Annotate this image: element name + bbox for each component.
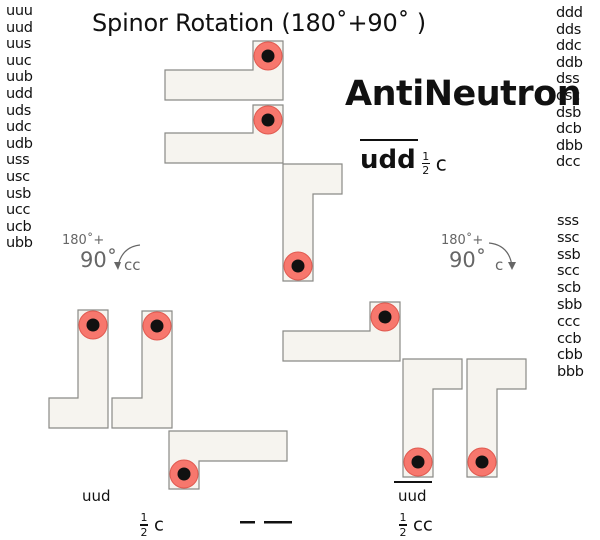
spin-marker-center xyxy=(150,319,164,333)
quark-combination: ssc xyxy=(557,229,580,246)
quark-combination: ddc xyxy=(556,38,582,55)
quark-combination: ddd xyxy=(556,5,583,21)
quark-combination: uuu xyxy=(6,3,33,19)
quark-combination: sss xyxy=(557,213,579,229)
spin-direction: cc xyxy=(413,514,433,536)
spin-marker-center xyxy=(291,259,305,273)
fraction-denominator: 2 xyxy=(140,525,148,539)
spinor-block xyxy=(48,309,109,429)
spin-marker-center xyxy=(261,49,275,63)
block-shape xyxy=(164,104,284,164)
quark-combination: uss xyxy=(6,152,30,169)
spinor-block xyxy=(164,104,284,164)
rotation-direction-label: c xyxy=(495,256,504,274)
quark-combination: ucb xyxy=(6,218,32,235)
spinor-block xyxy=(402,358,463,478)
rotation-180-label: 180˚+ xyxy=(441,233,484,248)
bottom-left-quark-content: uud xyxy=(82,487,111,505)
quark-combination: bbb xyxy=(557,364,584,381)
fraction-bar xyxy=(421,162,430,165)
spin-marker-center xyxy=(411,455,425,469)
block-shape xyxy=(466,358,527,478)
rotation-180-label: 180˚+ xyxy=(62,233,105,248)
quark-combination: dds xyxy=(556,21,582,38)
quark-combination: ubb xyxy=(6,235,33,252)
fraction-bar xyxy=(140,524,148,526)
ccw-arrow-icon xyxy=(114,244,141,270)
quark-combination: ccc xyxy=(557,313,581,330)
quark-combination: uds xyxy=(6,102,32,119)
fraction-bar xyxy=(399,524,407,526)
quark-combination: ssb xyxy=(557,246,581,263)
fraction-denominator: 2 xyxy=(399,525,407,539)
quark-combination: ddb xyxy=(556,54,583,71)
spinor-block xyxy=(282,301,401,362)
quark-combination: ccb xyxy=(557,330,582,347)
quark-combination: dsc xyxy=(556,87,580,104)
block-shape xyxy=(164,40,284,101)
bottom-right-quark-content: uud xyxy=(398,487,427,505)
quark-combination: sbb xyxy=(557,296,583,313)
spin-marker-center xyxy=(378,310,392,324)
quark-combination: uud xyxy=(6,19,33,36)
quark-combination: udd xyxy=(6,85,33,102)
spinor-block xyxy=(282,163,343,282)
quark-combination: udb xyxy=(6,135,33,152)
spin-marker-center xyxy=(177,467,191,481)
quark-combination: uub xyxy=(6,69,33,86)
spin-marker-center xyxy=(261,113,275,127)
block-shape xyxy=(168,430,288,490)
quark-combination: usc xyxy=(6,168,30,185)
spinor-block xyxy=(466,358,527,478)
quark-combination: ucc xyxy=(6,202,31,219)
quark-combination: dcc xyxy=(556,154,581,171)
quark-combination: dsb xyxy=(556,104,582,121)
fraction-denominator: 2 xyxy=(422,164,430,178)
quark-combination: uuc xyxy=(6,52,32,69)
quark-combination: dcb xyxy=(556,121,582,138)
rotation-90-label: 90˚ xyxy=(80,248,118,272)
quark-combination: scb xyxy=(557,280,581,297)
spin-direction: c xyxy=(435,151,447,176)
quark-combination: usb xyxy=(6,185,32,202)
block-shape xyxy=(402,358,463,478)
quark-combination: dbb xyxy=(556,137,583,154)
cw-arrow-icon xyxy=(488,242,516,270)
fraction-numerator: 1 xyxy=(422,149,430,163)
spinor-block xyxy=(168,430,288,490)
quark-combination: cbb xyxy=(557,347,583,364)
quark-combination: dss xyxy=(556,71,580,88)
diagram-title: Spinor Rotation (180˚+90˚ ) xyxy=(92,9,426,37)
rotation-90-label: 90˚ xyxy=(449,248,487,272)
antiquark-content: udd xyxy=(360,139,418,175)
antiparticle-overline xyxy=(394,481,432,483)
spin-marker-center xyxy=(86,318,100,332)
quark-combination: uus xyxy=(6,36,32,53)
spin-marker-center xyxy=(475,455,489,469)
fraction-numerator: 1 xyxy=(140,511,148,524)
quark-combination: scc xyxy=(557,263,580,280)
particle-name: AntiNeutron xyxy=(345,74,582,114)
spinor-block xyxy=(111,310,173,429)
blank-placeholder-dashes xyxy=(240,521,292,524)
rotation-direction-label: cc xyxy=(124,256,141,274)
fraction-numerator: 1 xyxy=(399,511,407,524)
quark-combination: udc xyxy=(6,119,32,136)
spin-direction: c xyxy=(154,514,164,536)
spinor-block xyxy=(164,40,284,101)
block-shape xyxy=(48,309,109,429)
